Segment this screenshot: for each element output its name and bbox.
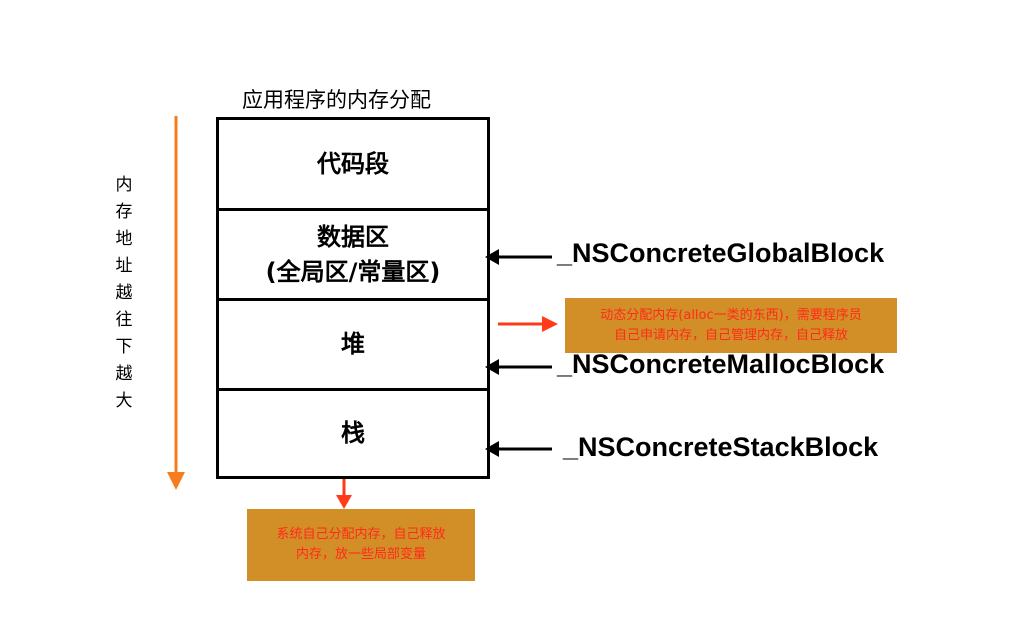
malloc-block-arrow bbox=[485, 359, 552, 375]
address-label-char: 越 bbox=[115, 364, 133, 384]
heap-segment-label: 堆 bbox=[341, 330, 365, 359]
stack-note-line: 内存，放一些局部变量 bbox=[295, 547, 426, 562]
address-label-char: 存 bbox=[115, 202, 133, 222]
address-direction-arrow bbox=[167, 116, 185, 490]
stack-note-line: 系统自己分配内存，自己释放 bbox=[276, 527, 446, 542]
address-label-char: 内 bbox=[115, 175, 133, 195]
address-label-char: 大 bbox=[115, 391, 133, 411]
data-segment-sublabel: (全局区/常量区) bbox=[265, 257, 441, 286]
heap-note-line: 动态分配内存(alloc一类的东西)，需要程序员 bbox=[600, 307, 862, 323]
global-block-arrow bbox=[485, 249, 552, 265]
code-segment: 代码段 bbox=[219, 120, 487, 211]
stack-note-arrow bbox=[336, 479, 352, 509]
heap-note-line: 自己申请内存，自己管理内存，自己释放 bbox=[613, 327, 848, 343]
address-label-char: 越 bbox=[115, 283, 133, 303]
diagram-title: 应用程序的内存分配 bbox=[242, 88, 431, 112]
code-segment-label: 代码段 bbox=[317, 149, 389, 178]
stack-segment: 栈 bbox=[219, 391, 487, 476]
address-direction-label: 内 存 地 址 越 往 下 越 大 bbox=[112, 172, 136, 415]
global-block-label: _NSConcreteGlobalBlock bbox=[557, 238, 885, 268]
stack-segment-label: 栈 bbox=[341, 419, 365, 448]
address-label-char: 地 bbox=[115, 229, 133, 249]
heap-note-arrow bbox=[498, 316, 558, 332]
stack-block-arrow bbox=[485, 441, 552, 457]
address-label-char: 下 bbox=[115, 337, 133, 357]
malloc-block-label: _NSConcreteMallocBlock bbox=[557, 349, 885, 379]
data-segment: 数据区 (全局区/常量区) bbox=[219, 211, 487, 301]
stack-note: 系统自己分配内存，自己释放 内存，放一些局部变量 bbox=[247, 509, 475, 581]
stack-block-label: _NSConcreteStackBlock bbox=[563, 432, 879, 462]
heap-segment: 堆 bbox=[219, 301, 487, 391]
address-label-char: 址 bbox=[115, 256, 133, 276]
address-label-char: 往 bbox=[115, 310, 133, 330]
memory-layout-box: 代码段 数据区 (全局区/常量区) 堆 栈 bbox=[216, 117, 490, 479]
heap-note: 动态分配内存(alloc一类的东西)，需要程序员 自己申请内存，自己管理内存，自… bbox=[565, 298, 897, 353]
data-segment-label: 数据区 bbox=[317, 222, 389, 251]
